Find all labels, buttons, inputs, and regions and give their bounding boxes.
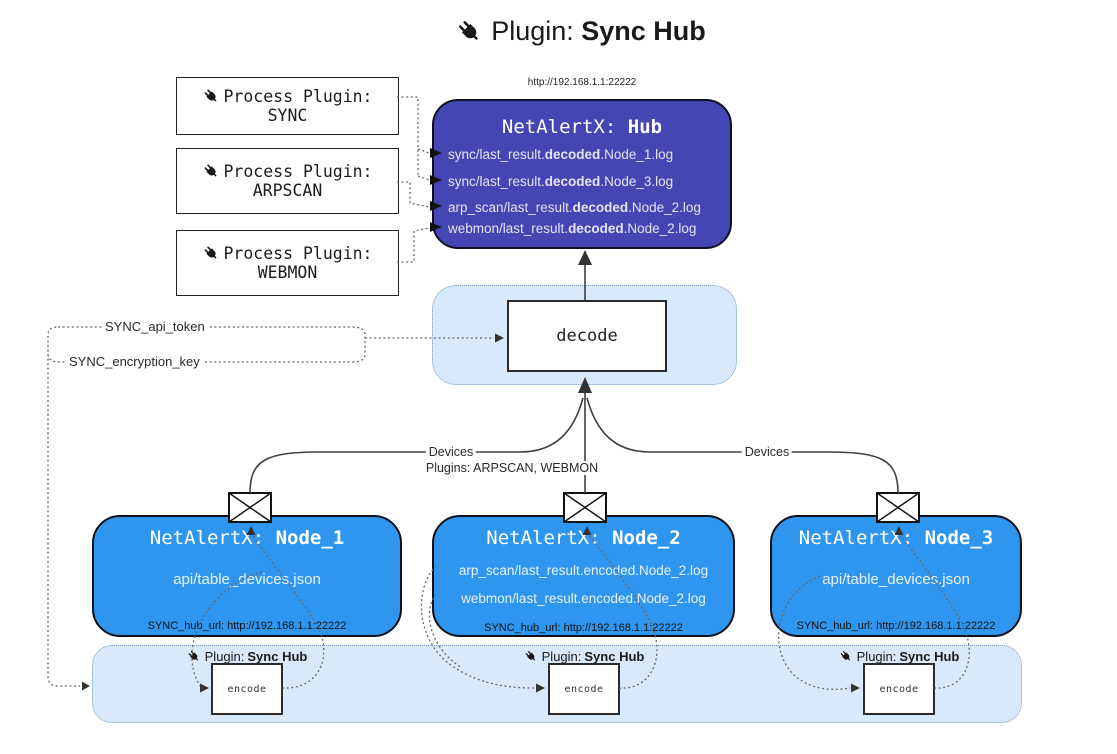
node-hub-url: SYNC_hub_url: http://192.168.1.1:22222 [796, 620, 996, 632]
encode-box: encode [548, 663, 620, 715]
encode-plugin-label: Plugin:Sync Hub [187, 649, 307, 664]
plug-icon [187, 649, 202, 664]
node-file-line: api/table_devices.json [173, 571, 321, 588]
title-name: Sync Hub [581, 16, 706, 46]
sync-encryption-key-label: SYNC_encryption_key [66, 354, 203, 369]
plug-icon [839, 649, 854, 664]
envelope-icon [876, 492, 920, 523]
hub-file-line: webmon/last_result.decoded.Node_2.log [448, 221, 697, 236]
hub-title-prefix: NetAlertX: [501, 116, 628, 138]
envelope-icon [228, 492, 272, 523]
encode-box: encode [863, 663, 935, 715]
node-title: NetAlertX: Node_2 [486, 527, 681, 549]
process-plugin-label: Process Plugin: [223, 87, 373, 106]
process-plugin-label: Process Plugin: [223, 162, 373, 181]
process-plugin-label: Process Plugin: [223, 244, 373, 263]
node-1-box: NetAlertX: Node_1 api/table_devices.json… [92, 515, 402, 637]
hub-url-label: http://192.168.1.1:22222 [527, 77, 637, 88]
process-plugin-name: SYNC [267, 106, 308, 125]
node-title: NetAlertX: Node_1 [149, 527, 345, 549]
hub-box: NetAlertX: Hub sync/last_result.decoded.… [432, 99, 732, 249]
encode-band: Plugin:Sync Hub encode Plugin:Sync Hub e… [92, 645, 1022, 723]
hub-title: NetAlertX: Hub [434, 116, 730, 138]
process-plugin-arpscan-box: Process Plugin: ARPSCAN [176, 148, 399, 214]
hub-title-name: Hub [627, 116, 663, 138]
title-prefix: Plugin: [491, 16, 574, 46]
plug-icon [202, 162, 221, 181]
node-file-line: arp_scan/last_result.encoded.Node_2.log [458, 563, 709, 578]
process-plugin-name: WEBMON [257, 263, 318, 282]
encode-plugin-label: Plugin:Sync Hub [839, 649, 959, 664]
diagram-title: Plugin: Sync Hub [0, 16, 1117, 52]
plug-icon [202, 244, 221, 263]
edge-label-devices-right: Devices [741, 445, 793, 459]
envelope-icon [563, 492, 607, 523]
process-plugin-webmon-box: Process Plugin: WEBMON [176, 230, 399, 296]
hub-file-line: arp_scan/last_result.decoded.Node_2.log [448, 200, 701, 215]
plug-icon [202, 87, 221, 106]
process-plugin-sync-box: Process Plugin: SYNC [176, 77, 399, 135]
decode-box: decode [507, 300, 667, 372]
node-hub-url: SYNC_hub_url: http://192.168.1.1:22222 [484, 622, 683, 634]
encode-plugin-label: Plugin:Sync Hub [524, 649, 644, 664]
page-title: Plugin: Sync Hub [491, 16, 706, 47]
edge-label-plugins: Plugins: ARPSCAN, WEBMON [422, 461, 602, 475]
node-2-box: NetAlertX: Node_2 arp_scan/last_result.e… [432, 515, 735, 637]
node-file-line: webmon/last_result.encoded.Node_2.log [461, 591, 706, 606]
node-file-line: api/table_devices.json [822, 571, 970, 588]
node-3-box: NetAlertX: Node_3 api/table_devices.json… [770, 515, 1022, 637]
plug-icon [524, 649, 539, 664]
node-hub-url: SYNC_hub_url: http://192.168.1.1:22222 [147, 620, 347, 632]
encode-box: encode [211, 663, 283, 715]
sync-api-token-label: SYNC_api_token [102, 319, 208, 334]
node-title: NetAlertX: Node_3 [798, 527, 994, 549]
plug-icon [455, 17, 485, 47]
hub-file-line: sync/last_result.decoded.Node_1.log [448, 147, 674, 162]
edge-label-devices-left: Devices [425, 445, 477, 459]
hub-file-line: sync/last_result.decoded.Node_3.log [448, 174, 674, 189]
process-plugin-name: ARPSCAN [252, 181, 323, 200]
